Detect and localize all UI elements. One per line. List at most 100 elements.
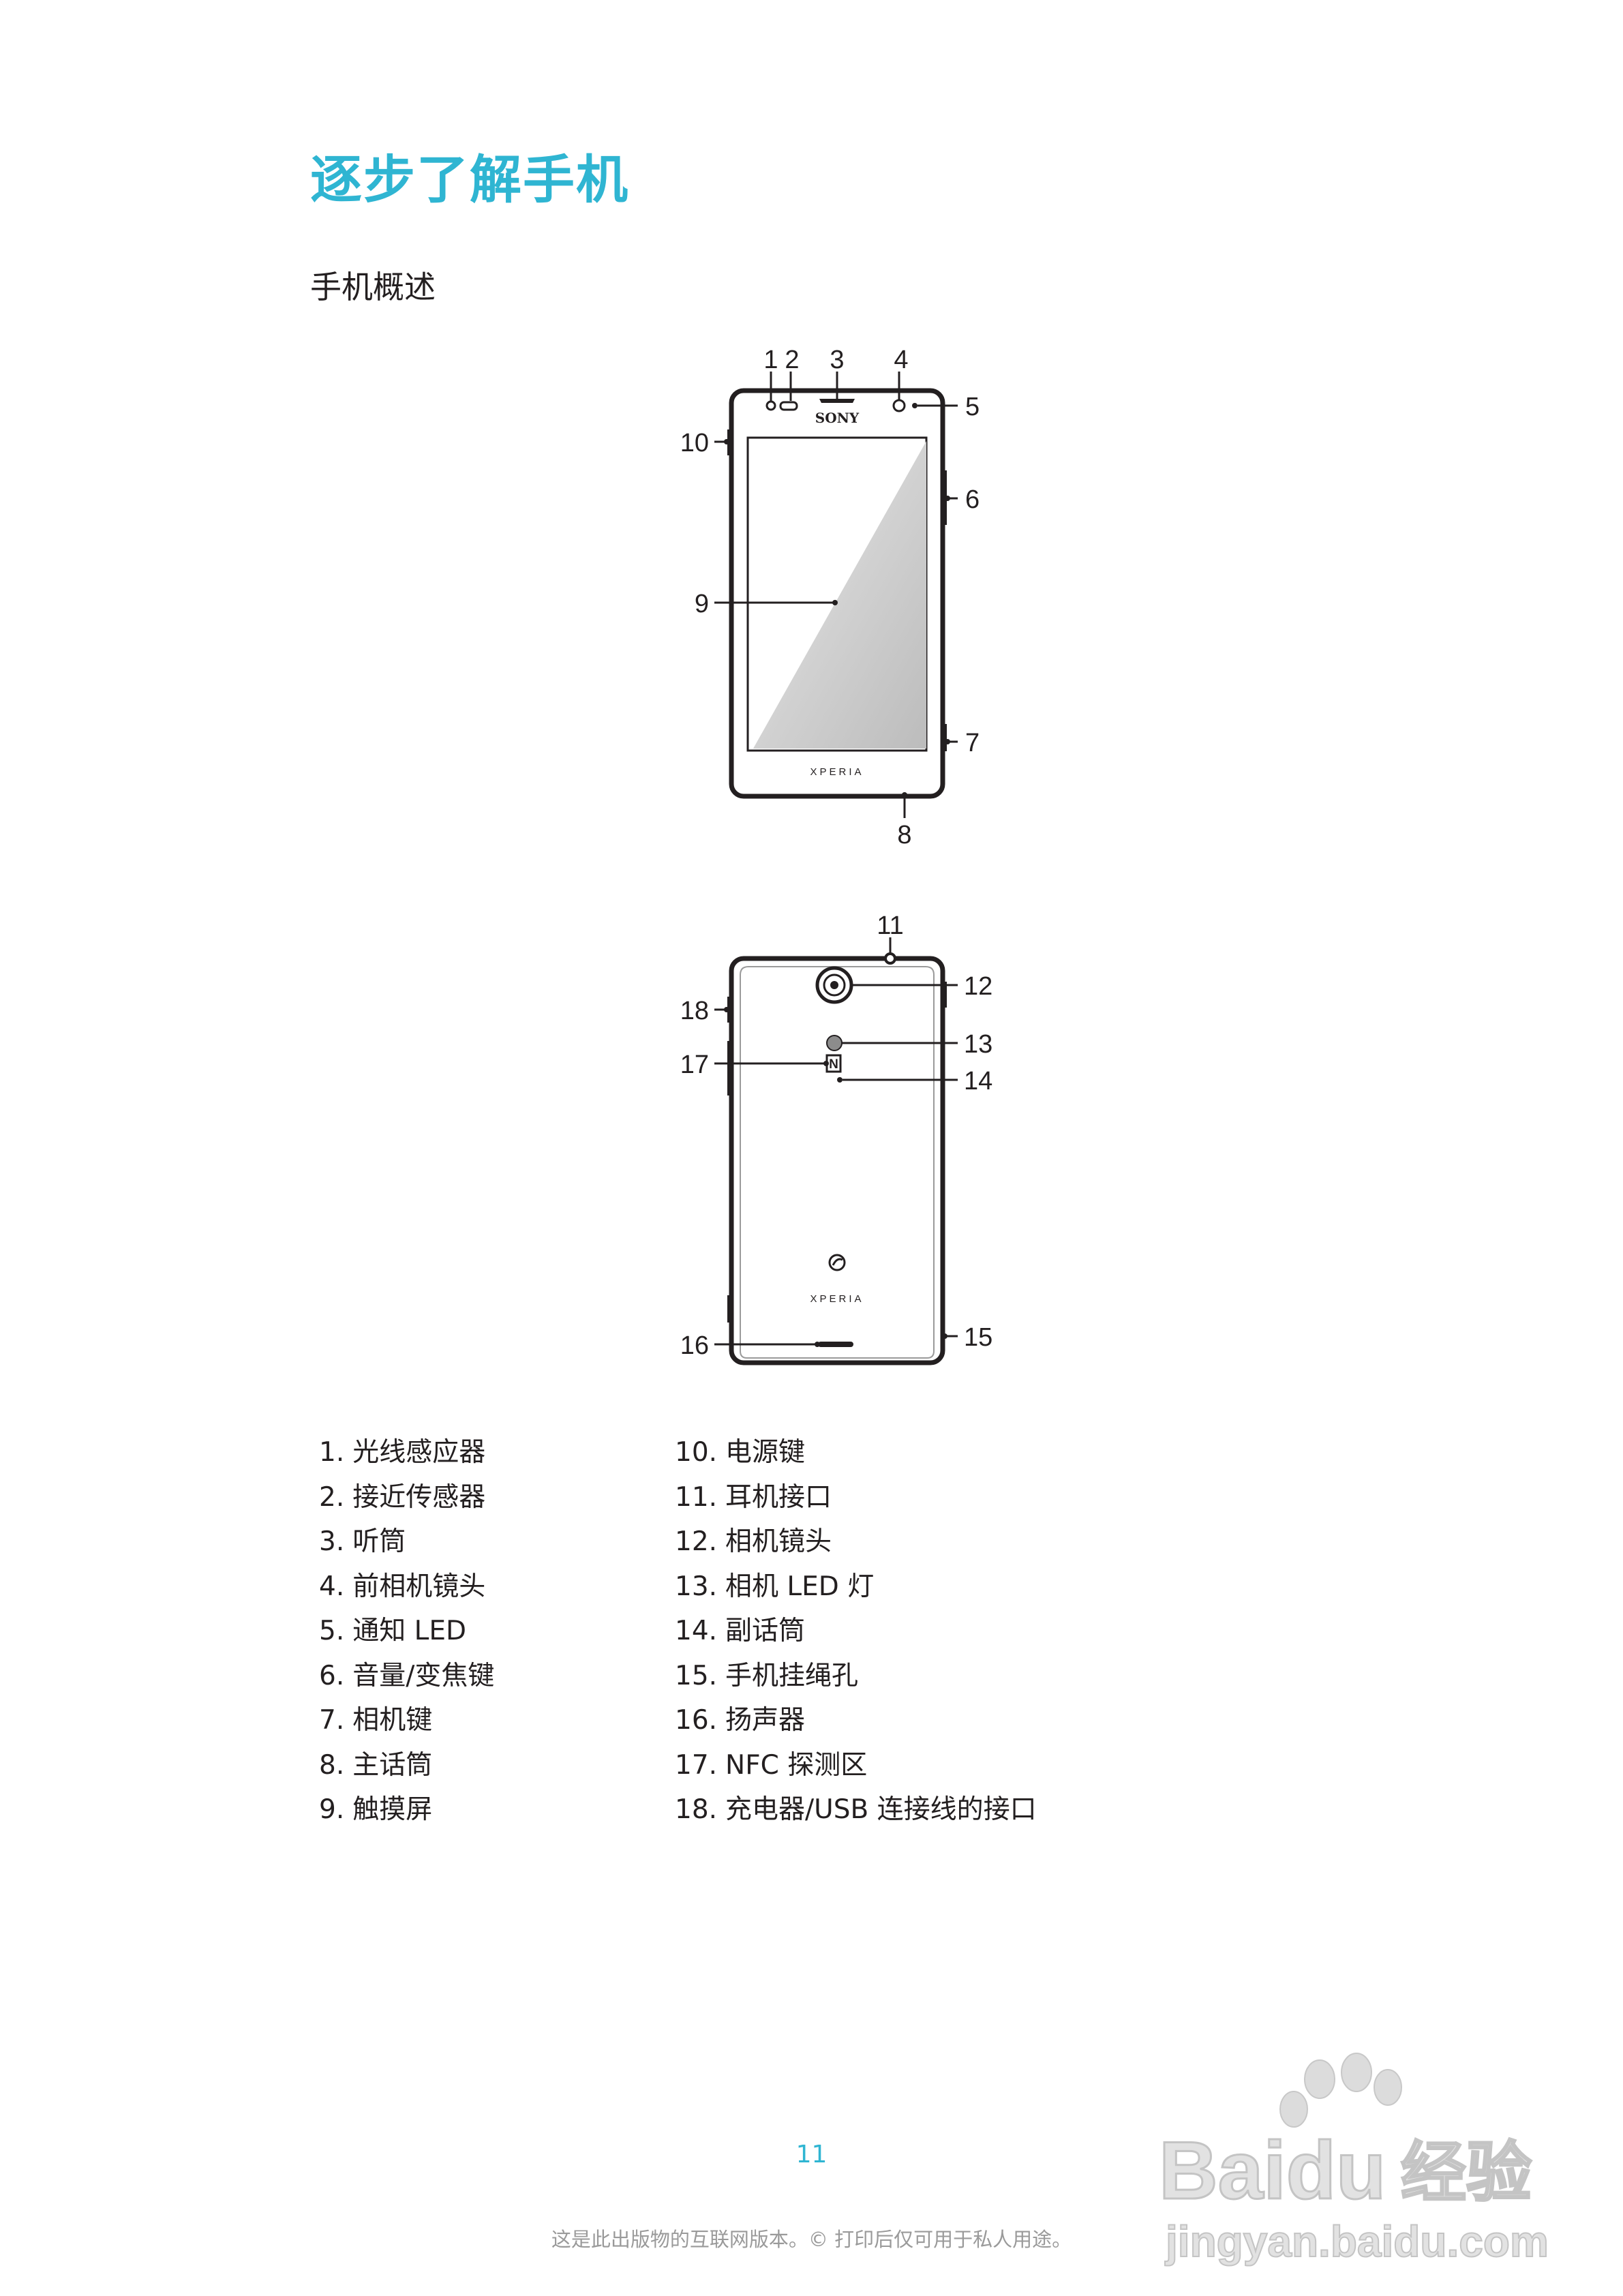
callout-3: 3 — [830, 346, 844, 374]
legend-item-number: 1. — [319, 1437, 345, 1468]
legend-item: 10.电源键 — [675, 1430, 1037, 1475]
callout-dot-9 — [832, 600, 838, 605]
back-side-key-right — [943, 982, 947, 1008]
baidu-jingyan-watermark: Baidu 经验 jingyan.baidu.com — [1158, 2053, 1549, 2267]
front-model-logo: XPERIA — [810, 766, 864, 778]
legend-item-label: 听筒 — [352, 1526, 406, 1557]
legend-item-label: 前相机镜头 — [352, 1571, 486, 1602]
callout-17: 17 — [680, 1051, 709, 1079]
legend-item: 1.光线感应器 — [319, 1430, 494, 1475]
callout-6: 6 — [965, 485, 980, 514]
notification-led-icon — [912, 403, 917, 408]
callout-13: 13 — [964, 1030, 992, 1059]
legend-item-label: 接近传感器 — [352, 1481, 486, 1513]
xperia-logo-mark — [832, 1258, 843, 1266]
legend-item-label: 光线感应器 — [352, 1437, 486, 1468]
callout-9: 9 — [695, 590, 709, 618]
legend-item-number: 16. — [675, 1705, 718, 1736]
legend-item: 8.主话筒 — [319, 1743, 494, 1788]
legend-item-label: 副话筒 — [725, 1616, 806, 1646]
legend-item: 15.手机挂绳孔 — [675, 1654, 1037, 1699]
back-inner-edge — [740, 966, 935, 1359]
paw-toe-3 — [1374, 2069, 1402, 2106]
legend-item-label: 耳机接口 — [725, 1481, 832, 1513]
phone-overview-diagram: SONY XPERIA 1 2 3 4 5 6 7 8 9 10 — [680, 346, 992, 1365]
legend-item-number: 13. — [675, 1571, 718, 1602]
legend-item-number: 3. — [319, 1526, 345, 1557]
callout-15: 15 — [964, 1323, 992, 1352]
legend-item-number: 11. — [675, 1481, 718, 1513]
callout-8: 8 — [897, 821, 911, 849]
legend-item-number: 9. — [319, 1794, 345, 1825]
paw-toe-1 — [1304, 2059, 1335, 2099]
callout-dot-10 — [724, 439, 729, 444]
legend-item: 13.相机 LED 灯 — [675, 1565, 1037, 1610]
phone-back-view: N XPERIA 11 12 13 14 15 16 17 — [680, 911, 992, 1365]
page-number: 11 — [795, 2141, 828, 2169]
legend-item-number: 10. — [675, 1437, 718, 1468]
rear-camera-inner-ring — [823, 973, 846, 997]
page-title: 逐步了解手机 — [310, 149, 629, 210]
callout-dot-15 — [942, 1333, 947, 1339]
watermark-url: jingyan.baidu.com — [1165, 2217, 1549, 2266]
legend-item: 18.充电器/USB 连接线的接口 — [675, 1787, 1037, 1832]
callout-14: 14 — [964, 1067, 992, 1096]
legend-item-label: NFC 探测区 — [725, 1749, 868, 1781]
callout-dot-7 — [945, 739, 950, 744]
callout-dot-6 — [945, 496, 950, 501]
legend-item: 3.听筒 — [319, 1520, 494, 1565]
earpiece-icon — [819, 399, 855, 403]
watermark-brand: Baidu — [1159, 2125, 1386, 2216]
legend-item-label: 手机挂绳孔 — [725, 1660, 859, 1691]
legend-item: 16.扬声器 — [675, 1698, 1037, 1743]
paw-toe-2 — [1341, 2053, 1372, 2092]
phone-front-view: SONY XPERIA 1 2 3 4 5 6 7 8 9 10 — [680, 346, 980, 849]
legend-item: 14.副话筒 — [675, 1609, 1037, 1654]
camera-key-shape — [943, 724, 947, 751]
secondary-mic-icon — [837, 1077, 843, 1083]
screen-reflection — [753, 441, 926, 749]
legend-item: 6.音量/变焦键 — [319, 1654, 494, 1699]
camera-led-icon — [826, 1035, 843, 1051]
legend-item: 4.前相机镜头 — [319, 1565, 494, 1610]
legend-item-number: 8. — [319, 1749, 345, 1781]
legend-item-label: 通知 LED — [352, 1616, 467, 1646]
xperia-logo-icon — [828, 1254, 846, 1271]
callout-10: 10 — [680, 429, 709, 457]
legend-item-label: 电源键 — [725, 1437, 806, 1468]
paw-toe-4 — [1279, 2091, 1308, 2128]
main-mic-icon — [902, 792, 907, 798]
legend-item: 11.耳机接口 — [675, 1475, 1037, 1520]
callout-12: 12 — [964, 972, 992, 1001]
callout-7: 7 — [965, 729, 980, 757]
legend-item-number: 6. — [319, 1660, 345, 1691]
legend-item-number: 4. — [319, 1571, 345, 1602]
legend-item-number: 18. — [675, 1794, 718, 1825]
legend-item-number: 5. — [319, 1616, 345, 1646]
legend-item-label: 主话筒 — [352, 1749, 433, 1781]
back-side-key-left-2 — [727, 1041, 731, 1096]
callout-4: 4 — [894, 346, 908, 374]
section-title: 手机概述 — [310, 269, 436, 305]
callout-11: 11 — [877, 911, 903, 940]
headset-jack-icon — [884, 952, 896, 965]
front-brand-logo: SONY — [815, 410, 860, 426]
footer-note: 这是此出版物的互联网版本。© 打印后仅可用于私人用途。 — [551, 2228, 1072, 2251]
phone-back-body — [729, 956, 945, 1365]
legend-item-number: 15. — [675, 1660, 718, 1691]
callout-2: 2 — [785, 346, 799, 374]
legend-item-label: 相机 LED 灯 — [725, 1571, 875, 1602]
callout-16: 16 — [680, 1331, 709, 1360]
light-sensor-icon — [765, 400, 776, 411]
legend-item: 9.触摸屏 — [319, 1787, 494, 1832]
parts-legend-left: 1.光线感应器 2.接近传感器 3.听筒 4.前相机镜头 5.通知 LED 6.… — [319, 1430, 494, 1832]
callout-dot-17 — [823, 1061, 829, 1066]
legend-item: 7.相机键 — [319, 1698, 494, 1743]
speaker-grille-icon — [818, 1342, 853, 1347]
legend-item-number: 7. — [319, 1705, 345, 1736]
callout-1: 1 — [763, 346, 778, 374]
proximity-sensor-icon — [779, 401, 798, 411]
legend-item-label: 充电器/USB 连接线的接口 — [725, 1794, 1037, 1825]
legend-item: 5.通知 LED — [319, 1609, 494, 1654]
callout-18: 18 — [680, 997, 709, 1025]
